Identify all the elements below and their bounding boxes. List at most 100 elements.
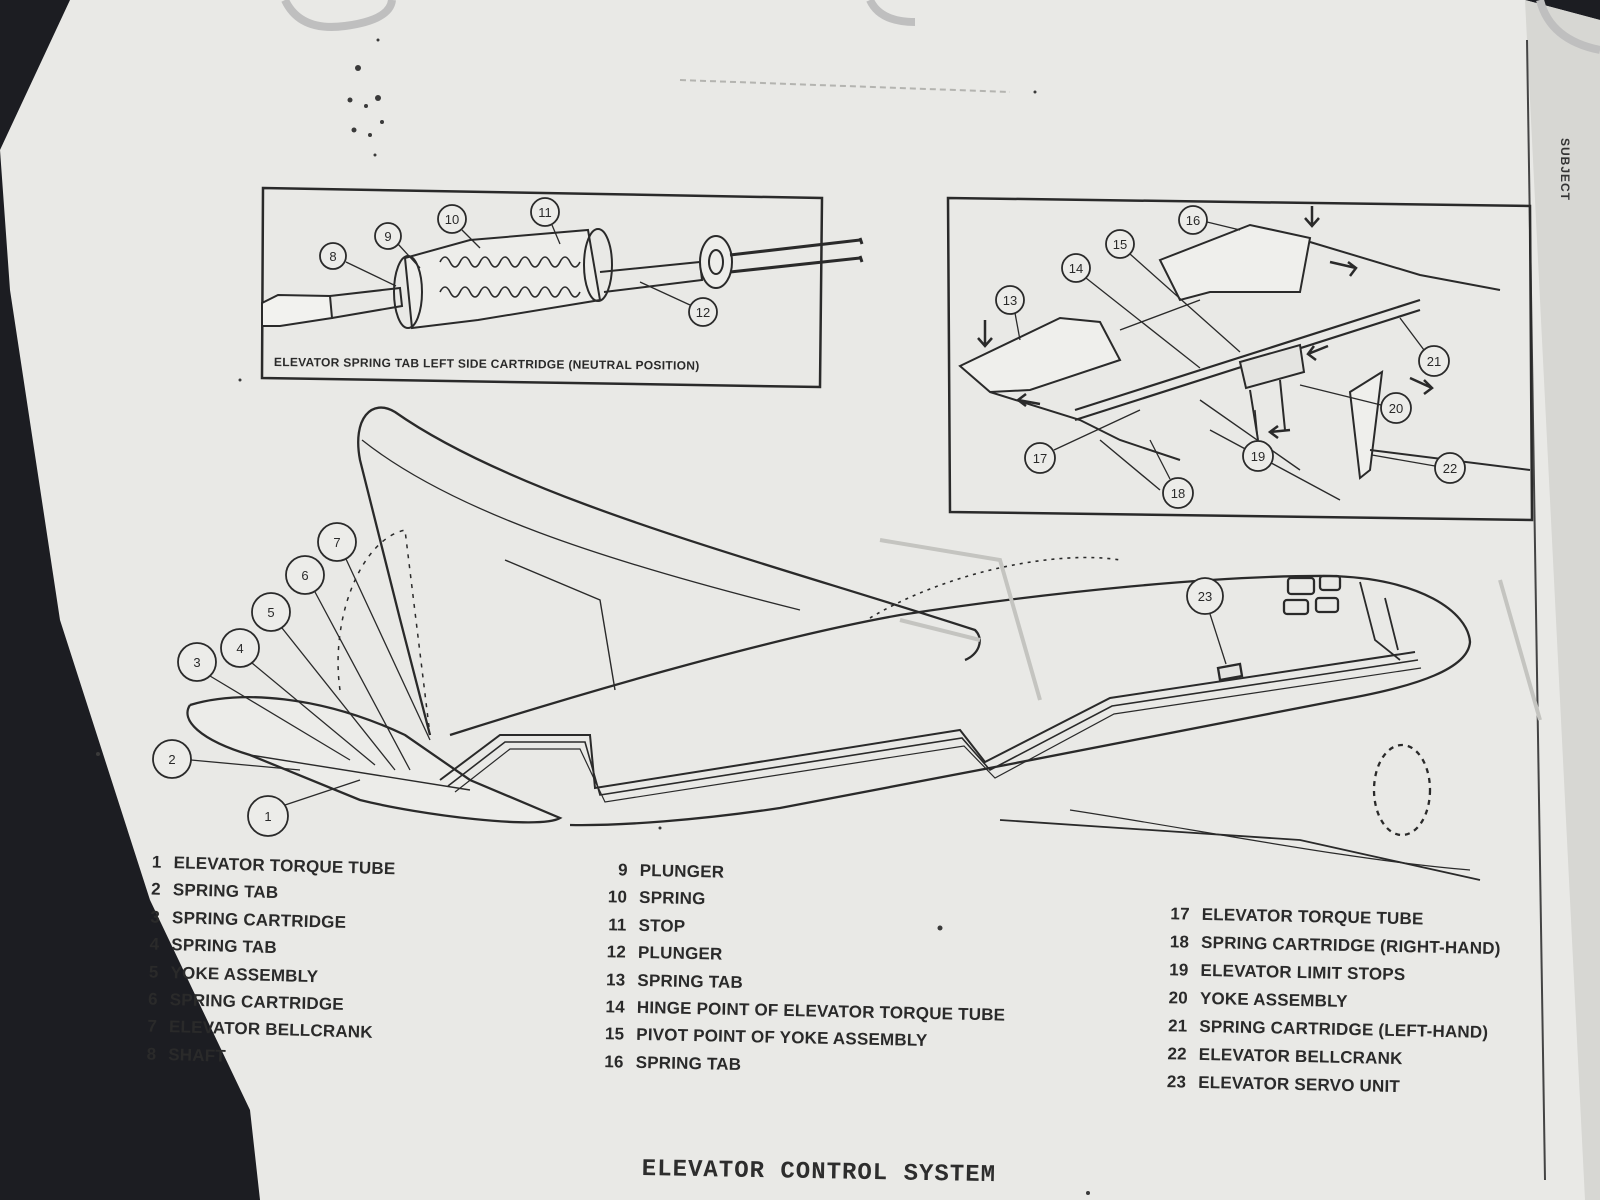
legend-item-label: PLUNGER bbox=[639, 860, 725, 882]
legend-item-number: 19 bbox=[1169, 960, 1189, 980]
legend-item-number: 6 bbox=[147, 989, 159, 1009]
vertical-fin bbox=[357, 406, 981, 736]
legend-item-number: 5 bbox=[148, 962, 159, 982]
svg-text:23: 23 bbox=[1198, 589, 1212, 604]
legend-item-number: 12 bbox=[606, 942, 627, 962]
legend-item-number: 23 bbox=[1166, 1072, 1187, 1092]
callout-1: 1 bbox=[247, 779, 361, 837]
callout-11: 11 bbox=[530, 197, 561, 245]
legend-item-label: SHAFT bbox=[167, 1044, 227, 1066]
legend-item-label: YOKE ASSEMBLY bbox=[170, 962, 319, 986]
faint-header-ghost bbox=[679, 79, 1011, 93]
legend-item-label: PLUNGER bbox=[637, 943, 723, 964]
callout-5: 5 bbox=[251, 592, 396, 771]
legend-item-label: SPRING CARTRIDGE bbox=[169, 990, 345, 1014]
legend-item-label: PIVOT POINT OF YOKE ASSEMBLY bbox=[636, 1025, 928, 1051]
inset-left-callouts: 8 9 10 11 12 bbox=[319, 197, 718, 327]
callout-2: 2 bbox=[152, 739, 301, 779]
side-subject-label: SUBJECT bbox=[1558, 138, 1572, 202]
svg-text:12: 12 bbox=[696, 305, 710, 320]
inset-right-callouts: 13 14 15 16 17 bbox=[995, 205, 1466, 509]
callout-18: 18 bbox=[1149, 439, 1194, 509]
svg-text:10: 10 bbox=[445, 212, 459, 227]
callout-20: 20 bbox=[1299, 384, 1412, 424]
callout-3: 3 bbox=[177, 642, 351, 761]
legend-item-label: HINGE POINT OF ELEVATOR TORQUE TUBE bbox=[636, 997, 1006, 1025]
legend-item-label: SPRING TAB bbox=[171, 935, 278, 958]
callout-10: 10 bbox=[437, 204, 481, 249]
svg-text:6: 6 bbox=[301, 568, 308, 583]
svg-text:13: 13 bbox=[1003, 293, 1017, 308]
paper-edge-shadow bbox=[1525, 0, 1600, 1200]
legend-item-label: YOKE ASSEMBLY bbox=[1199, 988, 1348, 1011]
callout-9: 9 bbox=[374, 222, 421, 269]
legend-item-number: 7 bbox=[147, 1016, 158, 1037]
inset-spring-cartridge bbox=[260, 186, 864, 389]
callout-21: 21 bbox=[1399, 317, 1450, 377]
legend-item-number: 3 bbox=[150, 907, 161, 927]
legend-item-number: 14 bbox=[605, 997, 626, 1017]
legend-item-label: SPRING TAB bbox=[172, 880, 279, 903]
svg-text:19: 19 bbox=[1251, 449, 1265, 464]
callout-15: 15 bbox=[1105, 229, 1241, 353]
svg-text:7: 7 bbox=[333, 535, 340, 550]
legend-item-label: SPRING CARTRIDGE (LEFT-HAND) bbox=[1199, 1016, 1489, 1042]
legend-item-label: SPRING TAB bbox=[635, 1052, 742, 1074]
legend-item-label: SPRING CARTRIDGE (RIGHT-HAND) bbox=[1200, 932, 1501, 959]
legend-item-label: ELEVATOR BELLCRANK bbox=[168, 1017, 374, 1043]
svg-text:2: 2 bbox=[168, 752, 175, 767]
legend-item-number: 17 bbox=[1170, 904, 1190, 924]
legend-item-label: ELEVATOR BELLCRANK bbox=[1198, 1044, 1403, 1069]
svg-text:17: 17 bbox=[1033, 451, 1047, 466]
legend-item-number: 1 bbox=[151, 852, 162, 872]
callout-22: 22 bbox=[1371, 452, 1466, 484]
legend-item-label: SPRING CARTRIDGE bbox=[171, 907, 347, 932]
fuselage-outline bbox=[449, 574, 1472, 827]
callout-6: 6 bbox=[285, 555, 411, 771]
legend-item-label: ELEVATOR LIMIT STOPS bbox=[1200, 960, 1406, 985]
inset-tail-assembly bbox=[946, 196, 1534, 522]
svg-text:11: 11 bbox=[538, 205, 552, 220]
inset-right-frame bbox=[946, 196, 1534, 522]
svg-text:18: 18 bbox=[1171, 486, 1185, 501]
svg-text:15: 15 bbox=[1113, 237, 1127, 252]
callout-16: 16 bbox=[1178, 205, 1241, 235]
svg-text:3: 3 bbox=[193, 655, 200, 670]
callout-8: 8 bbox=[319, 242, 397, 287]
legend-item-label: SPRING bbox=[638, 888, 706, 909]
svg-text:14: 14 bbox=[1069, 261, 1083, 276]
legend-item-number: 15 bbox=[604, 1024, 625, 1044]
legend-item-number: 21 bbox=[1167, 1016, 1188, 1036]
legend-item-number: 9 bbox=[617, 860, 628, 880]
aircraft-main-view bbox=[186, 406, 1542, 881]
svg-text:1: 1 bbox=[264, 809, 271, 824]
svg-text:20: 20 bbox=[1389, 401, 1403, 416]
callout-19: 19 bbox=[1242, 409, 1274, 472]
callout-13: 13 bbox=[995, 285, 1025, 341]
legend-item-number: 22 bbox=[1167, 1044, 1187, 1064]
callout-14: 14 bbox=[1061, 253, 1201, 369]
legend-item-label: STOP bbox=[638, 915, 686, 936]
horizontal-stabilizer bbox=[186, 696, 563, 824]
svg-text:4: 4 bbox=[236, 641, 243, 656]
legend-item-number: 11 bbox=[607, 915, 627, 935]
main-callouts: 1 2 3 4 5 bbox=[152, 522, 1227, 837]
callout-12: 12 bbox=[639, 281, 718, 327]
legend-item-label: ELEVATOR TORQUE TUBE bbox=[173, 853, 396, 879]
svg-text:22: 22 bbox=[1443, 461, 1457, 476]
svg-text:8: 8 bbox=[329, 249, 336, 264]
legend-item-label: SPRING TAB bbox=[637, 970, 744, 992]
callout-4: 4 bbox=[220, 628, 376, 766]
legend-item-number: 13 bbox=[605, 969, 626, 990]
print-specks bbox=[96, 38, 1090, 1195]
legend-item-label: ELEVATOR TORQUE TUBE bbox=[1201, 904, 1424, 929]
legend-item-label: ELEVATOR SERVO UNIT bbox=[1197, 1072, 1401, 1097]
legend-item-number: 8 bbox=[146, 1044, 157, 1064]
legend-item-number: 2 bbox=[150, 879, 162, 900]
binder-rings bbox=[281, 0, 1600, 54]
callout-7: 7 bbox=[317, 522, 431, 741]
legend-item-number: 18 bbox=[1169, 932, 1190, 952]
